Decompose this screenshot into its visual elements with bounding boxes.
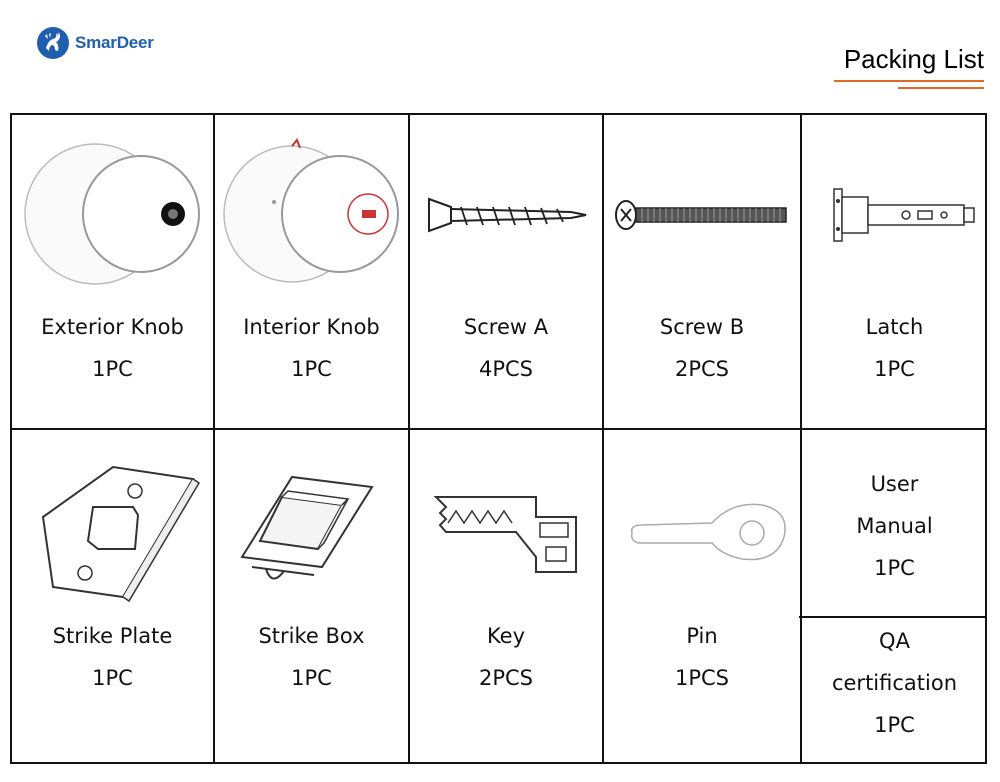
page-title: Packing List <box>843 44 984 74</box>
item-name: Screw B <box>659 315 745 339</box>
item-qty: 1PC <box>874 713 915 737</box>
title-underline <box>834 80 984 82</box>
item-qty: 1PC <box>874 357 915 381</box>
item-name: Interior Knob <box>243 315 380 339</box>
item-qty: 1PC <box>92 357 133 381</box>
item-name: User <box>870 472 919 496</box>
deer-logo-icon <box>37 27 69 59</box>
pin-icon <box>630 503 786 561</box>
item-qty: 1PCS <box>674 666 730 690</box>
column-divider <box>800 115 802 762</box>
item-cell-strike-box: Strike Box 1PC <box>215 430 408 762</box>
item-name: Strike Box <box>258 624 365 648</box>
item-name: Pin <box>686 624 718 648</box>
item-name-line2: Manual <box>856 514 933 538</box>
item-cell-screw-b: Screw B 2PCS <box>604 115 800 428</box>
item-qty: 1PC <box>92 666 133 690</box>
item-qty: 1PC <box>874 556 915 580</box>
strike-box-icon <box>239 475 374 580</box>
screw-a-icon <box>428 197 587 233</box>
strike-plate-icon <box>41 465 200 603</box>
key-icon <box>433 496 577 573</box>
exterior-knob-icon <box>23 143 200 285</box>
item-cell-interior-knob: Interior Knob 1PC <box>215 115 408 428</box>
column-divider <box>408 115 410 762</box>
item-name: Screw A <box>463 315 549 339</box>
packing-list-table: Exterior Knob 1PC Interior Knob 1PC Scre… <box>10 113 987 764</box>
item-cell-latch: Latch 1PC <box>802 115 987 428</box>
item-name: QA <box>879 629 910 653</box>
column-divider <box>602 115 604 762</box>
item-cell-qa-certification: QA certification 1PC <box>802 618 987 762</box>
item-name: Strike Plate <box>52 624 173 648</box>
item-qty: 2PCS <box>478 666 534 690</box>
item-name-line2: certification <box>831 671 958 695</box>
item-name: Exterior Knob <box>41 315 184 339</box>
latch-icon <box>832 188 975 242</box>
item-qty: 1PC <box>291 357 332 381</box>
item-cell-user-manual: User Manual 1PC <box>802 430 987 616</box>
brand-logo: SmarDeer <box>36 26 154 60</box>
item-cell-screw-a: Screw A 4PCS <box>410 115 602 428</box>
brand-name: SmarDeer <box>75 33 154 52</box>
item-cell-exterior-knob: Exterior Knob 1PC <box>12 115 213 428</box>
row-divider-partial <box>799 616 985 618</box>
item-qty: 1PC <box>291 666 332 690</box>
item-cell-pin: Pin 1PCS <box>604 430 800 762</box>
item-name: Key <box>486 624 526 648</box>
item-name: Latch <box>865 315 924 339</box>
item-cell-key: Key 2PCS <box>410 430 602 762</box>
item-cell-strike-plate: Strike Plate 1PC <box>12 430 213 762</box>
row-divider <box>12 428 985 430</box>
item-qty: 4PCS <box>478 357 534 381</box>
interior-knob-icon <box>222 138 399 283</box>
title-underline-short <box>898 87 984 89</box>
screw-b-icon <box>615 200 787 230</box>
column-divider <box>213 115 215 762</box>
item-qty: 2PCS <box>674 357 730 381</box>
